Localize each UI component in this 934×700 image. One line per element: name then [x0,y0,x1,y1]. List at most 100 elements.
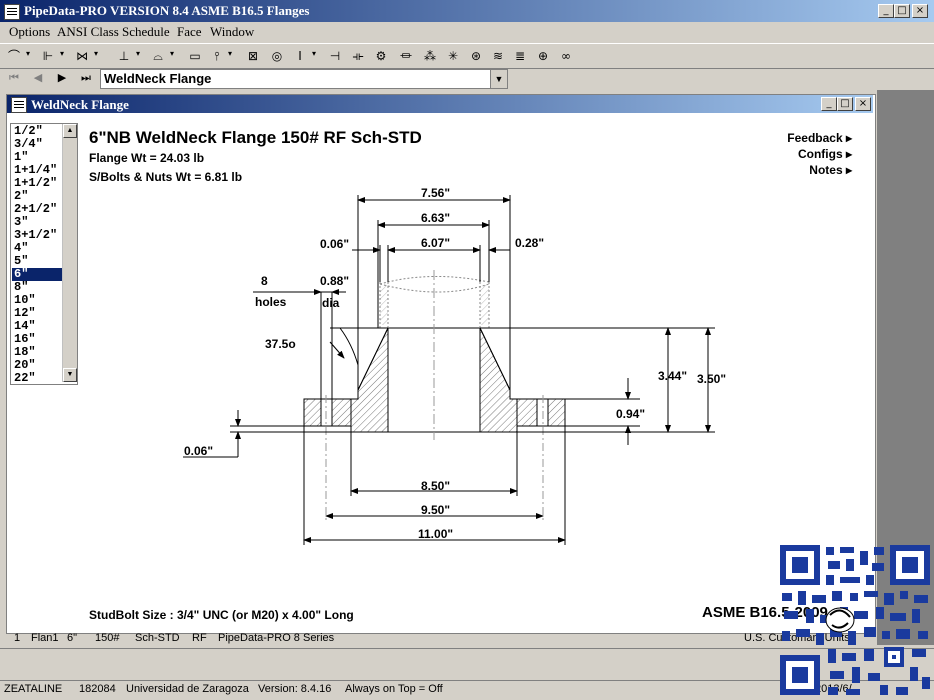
size-list-items: 1/2" 3/4" 1" 1+1/4" 1+1/2" 2" 2+1/2" 3" … [12,125,62,385]
size-item[interactable]: 20" [14,358,36,372]
license-bar: ZEATALINE 182084 Universidad de Zaragoza… [0,680,934,700]
size-item[interactable]: 4" [14,241,29,255]
size-item[interactable]: 12" [14,306,36,320]
maximize-button[interactable]: □ [894,4,910,18]
gasket-icon[interactable]: ▭ [189,49,201,63]
menu-window[interactable]: Window [210,24,255,39]
workspace-gap [0,648,934,681]
dim-thickness: 0.94" [616,407,646,421]
configs-link[interactable]: Configs ▸ [797,147,852,161]
component-select[interactable]: WeldNeck Flange ▼ [100,69,508,89]
license-org: Universidad de Zaragoza [126,683,249,695]
dim-hub-mid: 6.63" [421,211,451,225]
next-record-icon[interactable]: ▶ [57,71,67,84]
valve-icon[interactable]: ⋈ [76,49,88,63]
menu-options[interactable]: Options [9,24,51,39]
size-item[interactable]: 1+1/4" [14,163,58,177]
size-item[interactable]: 2" [14,189,29,203]
previous-record-icon[interactable]: ◀ [33,71,43,84]
size-item[interactable]: 18" [14,345,36,359]
feedback-link[interactable]: Feedback ▸ [787,131,852,145]
plug-icon[interactable]: ⫯ [214,49,220,63]
layers-icon[interactable]: ⊛ [470,49,482,63]
status-face: RF [192,632,207,644]
layers-alt-icon[interactable]: ≣ [514,49,526,63]
menu-ansi-class[interactable]: ANSI Class [57,24,119,39]
size-item[interactable]: 8" [14,280,29,294]
status-bar: 1 Flan1 6" 150# Sch-STD RF PipeData-PRO … [0,630,877,648]
ibeam-icon[interactable]: I [298,49,302,63]
menu-schedule[interactable]: Schedule [122,24,170,39]
size-item-selected[interactable]: 6" [12,268,62,281]
bolts-weight: S/Bolts & Nuts Wt = 6.81 lb [89,170,243,184]
app-icon [4,4,20,20]
size-item[interactable]: 22" [14,371,36,385]
studbolt-size: StudBolt Size : 3/4" UNC (or M20) x 4.00… [89,608,354,622]
scroll-up-icon[interactable]: ▲ [63,124,77,138]
support-icon[interactable]: ✳ [447,49,459,63]
dim-od: 11.00" [418,527,454,541]
child-minimize-button[interactable]: _ [821,97,837,111]
component-select-value: WeldNeck Flange [104,71,212,86]
clamp-icon[interactable]: ⊠ [247,49,259,63]
size-list[interactable]: 1/2" 3/4" 1" 1+1/4" 1+1/2" 2" 2+1/2" 3" … [10,123,78,385]
navigator-bar: ⏮ ◀ ▶ ⏭ [0,68,934,90]
flange-icon[interactable]: ⟛ [352,49,364,63]
size-item[interactable]: 2+1/2" [14,202,58,216]
size-item[interactable]: 3" [14,215,29,229]
weld-icon[interactable]: ⁂ [424,49,436,63]
chevron-down-icon[interactable]: ▼ [490,70,507,88]
size-item[interactable]: 1+1/2" [14,176,58,190]
status-row: 1 [14,632,21,644]
size-item[interactable]: 3/4" [14,137,43,151]
minimize-button[interactable]: _ [878,4,894,18]
app-title: PipeData-PRO VERSION 8.4 ASME B16.5 Flan… [24,3,310,18]
notes-link[interactable]: Notes ▸ [809,163,852,177]
wrench-icon[interactable]: ⚙ [375,49,387,63]
trap-icon[interactable]: ⏛ [399,49,412,63]
close-button[interactable]: × [912,4,928,18]
size-item[interactable]: 3+1/2" [14,228,58,242]
status-size: 6" [67,632,78,644]
scroll-down-icon[interactable]: ▼ [63,368,77,382]
always-on-top-label: Always on Top = Off [345,683,443,695]
bend-icon[interactable]: ⌓ [153,49,163,63]
stack-icon[interactable]: ≋ [492,49,504,63]
toolbar: ⌒▾ ⊩▾ ⋈▾ ⊥▾ ⌓▾ ▭ ⫯▾ ⊠ ◎ I▾ ⊣ ⟛ ⚙ ⏛ ⁂ ✳ ⊛… [0,43,934,69]
status-class: 150# [95,632,120,644]
size-list-scrollbar[interactable]: ▲ ▼ [62,124,77,382]
pump-icon[interactable]: ⊥ [118,49,130,63]
fitting-icon[interactable]: ⊩ [42,49,54,63]
size-item[interactable]: 10" [14,293,36,307]
ring-icon[interactable]: ◎ [271,49,283,63]
license-number: 182084 [79,683,116,695]
size-item[interactable]: 16" [14,332,36,346]
bolt-icon[interactable]: ⊣ [329,49,341,63]
dim-hub-outer: 7.56" [421,186,451,200]
menu-face[interactable]: Face [177,24,202,39]
license-name: ZEATALINE [4,683,63,695]
binoculars-icon[interactable]: ∞ [561,49,571,63]
child-close-button[interactable]: × [855,97,871,111]
app-titlebar: PipeData-PRO VERSION 8.4 ASME B16.5 Flan… [0,0,934,22]
globe-icon[interactable]: ⊕ [537,49,549,63]
pipe-icon[interactable]: ⌒ [7,49,20,63]
dim-bore: 6.07" [421,236,451,250]
dim-dia-label: dia [322,296,340,310]
size-item[interactable]: 5" [14,254,29,268]
child-maximize-button[interactable]: □ [837,97,853,111]
size-item[interactable]: 1" [14,150,29,164]
menu-bar: Options ANSI Class Schedule Face Window [0,22,934,42]
status-sched: Sch-STD [135,632,180,644]
size-item[interactable]: 1/2" [14,124,43,138]
size-item[interactable]: 14" [14,319,36,333]
dim-total-height: 3.50" [697,372,727,386]
flange-window-titlebar: WeldNeck Flange _ □ × [7,95,873,113]
last-record-icon[interactable]: ⏭ [81,71,91,84]
flange-weight: Flange Wt = 24.03 lb [89,151,205,165]
first-record-icon[interactable]: ⏮ [9,71,19,84]
dim-rf-dia: 8.50" [421,479,451,493]
dim-length-thru-hub: 3.44" [658,369,688,383]
qr-code-overlay [780,545,930,695]
